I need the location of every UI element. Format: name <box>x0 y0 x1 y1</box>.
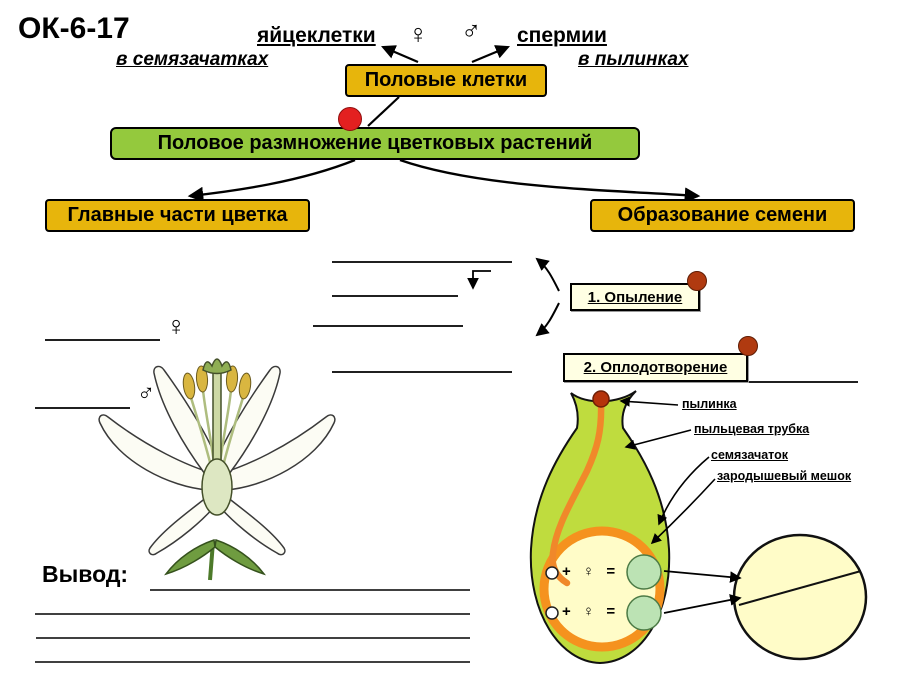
arrow-cell2-to-seed <box>663 594 742 614</box>
arrow-to-egg-cells <box>381 45 419 64</box>
leader-ovule <box>657 456 710 526</box>
seed-formation-box-label: Образование семени <box>617 204 828 226</box>
main-topic-box: Половое размножение цветковых растений <box>110 127 640 160</box>
conclusion-label: Вывод: <box>42 561 129 587</box>
sperm-cell-2 <box>545 606 559 620</box>
egg-cells-label: яйцеклетки <box>257 24 376 47</box>
petal-lower-right <box>218 495 286 556</box>
flower-parts-box: Главные части цветка <box>45 199 310 232</box>
seed-diagram <box>663 533 868 661</box>
male-symbol-top: ♂ <box>461 16 482 46</box>
pollen-grain-circle <box>592 390 610 408</box>
pollen-grain-label: пылинка <box>682 397 737 411</box>
sperm-cell-1 <box>545 566 559 580</box>
pistil-ovary <box>201 458 233 516</box>
pollination-box-label: 1. Опыление <box>587 288 683 306</box>
embryo-sac-label: зародышевый мешок <box>717 469 852 483</box>
fertilization-box-label: 2. Оплодотворение <box>583 359 728 376</box>
petal-lower-left <box>148 495 216 556</box>
seed-divider-line <box>738 570 862 606</box>
female-symbol-flower: ♀ <box>166 311 187 341</box>
result-cell-2 <box>626 595 662 631</box>
in-ovules-label: в семязачатках <box>116 49 269 70</box>
sperm-label: спермии <box>517 24 607 47</box>
sex-cells-box: Половые клетки <box>345 64 547 97</box>
flower-leaf-left <box>164 539 216 576</box>
fertilization-formula-2: + ♀ = <box>562 603 620 620</box>
leader-embryo-sac <box>650 478 716 545</box>
worksheet-code: ОК-6-17 <box>18 12 130 45</box>
anther-1 <box>182 372 196 400</box>
anther-4 <box>225 365 239 393</box>
fertilization-marker-dot <box>738 336 758 356</box>
result-cell-1 <box>626 554 662 590</box>
flower-leaf-right <box>214 539 266 576</box>
branch-arrow <box>467 270 491 290</box>
pistil-style <box>212 368 222 463</box>
in-pollen-label: в пылинках <box>578 49 689 70</box>
leader-pollen-tube <box>624 429 692 450</box>
arrow-main-to-flower-parts <box>187 158 356 203</box>
pistil-diagram <box>529 390 671 665</box>
pistil-stigma <box>202 358 232 375</box>
fertilization-box: 2. Оплодотворение <box>563 353 748 382</box>
seed-ellipse <box>732 533 868 661</box>
male-symbol-flower: ♂ <box>137 380 155 407</box>
pollination-box: 1. Опыление <box>570 283 700 311</box>
red-marker-dot <box>338 107 362 131</box>
main-topic-box-label: Половое размножение цветковых растений <box>157 132 593 154</box>
pollen-tube-label: пыльцевая трубка <box>694 422 810 436</box>
arrow-cell1-to-seed <box>663 570 742 583</box>
arrow-pollination-upper <box>535 257 560 292</box>
ovule-label: семязачаток <box>711 448 789 462</box>
female-symbol-top: ♀ <box>408 19 429 49</box>
pollination-marker-dot <box>687 271 707 291</box>
leader-pollen-grain <box>619 396 679 407</box>
flower-illustration <box>98 358 336 581</box>
fertilization-formula-1: + ♀ = <box>562 563 620 580</box>
flower-parts-box-label: Главные части цветка <box>67 204 288 226</box>
anther-3 <box>238 372 252 400</box>
sex-cells-box-label: Половые клетки <box>364 69 528 91</box>
arrow-pollination-lower <box>535 302 560 337</box>
arrow-to-sperm <box>471 45 510 64</box>
connector-main-to-sex-cells <box>367 96 400 127</box>
arrow-main-to-seed-formation <box>399 158 701 203</box>
seed-formation-box: Образование семени <box>590 199 855 232</box>
anther-2 <box>195 365 209 393</box>
